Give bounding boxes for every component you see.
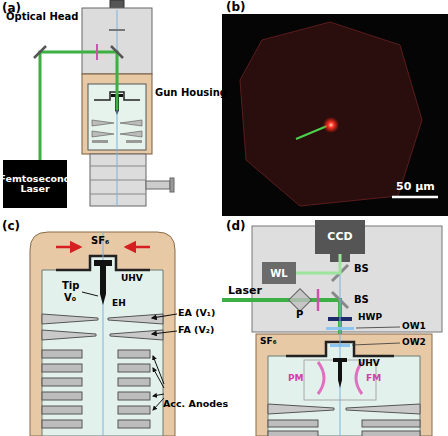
acc-anode: [42, 378, 82, 386]
tip: [94, 260, 112, 305]
part-label: (c): [2, 220, 20, 232]
mirror: [34, 46, 46, 58]
laser-beam: [40, 52, 117, 160]
acc-anode: [268, 431, 318, 436]
acc-anode: [118, 420, 150, 428]
anode-ring: [126, 140, 142, 143]
polarizer: [289, 289, 312, 312]
extraction-anode: [108, 314, 163, 324]
acc-anode: [118, 378, 150, 386]
part-label: Tip: [62, 281, 79, 291]
gun-cross-section: [30, 232, 177, 436]
side-port: [146, 181, 170, 189]
part-label: UHV: [121, 274, 143, 283]
acc-anode: [362, 420, 420, 427]
acc-anode: [118, 350, 150, 358]
tip: [333, 358, 347, 388]
acc-anode: [118, 392, 150, 400]
part-label: UHV: [358, 359, 380, 368]
leader-arrow: [153, 368, 164, 388]
part-label: Acc. Anodes: [163, 399, 228, 409]
part-label: EH: [112, 299, 126, 308]
part-label: SF₆: [260, 337, 277, 346]
waveplate: [96, 44, 98, 60]
part-label: FA (V₂): [178, 325, 214, 335]
part-label: Optical Head: [6, 12, 79, 22]
acc-anode: [42, 364, 82, 372]
camera-box: CCD: [315, 220, 365, 254]
leader-line: [356, 327, 400, 328]
optical-head-housing: [252, 226, 442, 332]
acc-anode: [42, 392, 82, 400]
acc-anode: [42, 406, 82, 414]
node-text: Femtosecond Laser: [0, 174, 71, 195]
waveplate: [317, 289, 320, 311]
anode-ring: [92, 140, 108, 143]
side-port-flange: [170, 178, 174, 192]
part-label: OW2: [402, 338, 426, 347]
leader-arrow: [153, 398, 164, 410]
tip-outline: [240, 22, 422, 206]
node-text: WL: [270, 268, 287, 279]
microscope-image: [222, 14, 448, 216]
acc-anode: [118, 406, 150, 414]
part-label: SF₆: [91, 236, 109, 246]
optical-head-detail: [222, 226, 442, 436]
mirror: [111, 46, 123, 58]
laser-box: Femtosecond Laser: [3, 160, 67, 208]
column-ring: [90, 194, 146, 195]
sf6-housing: [256, 334, 432, 436]
acc-anode: [42, 420, 82, 428]
beam-splitter: [109, 29, 125, 31]
part-label: (b): [226, 1, 246, 13]
emission-spot: [323, 117, 339, 133]
part-label: EA (V₁): [178, 308, 215, 318]
focus-anode: [42, 330, 96, 340]
extraction-anode: [42, 314, 98, 324]
focus-anode: [110, 330, 163, 340]
light-path: [296, 254, 340, 273]
parabolic-mirror: [318, 362, 324, 394]
part-label: PM: [288, 374, 304, 383]
node-text: CCD: [327, 231, 352, 243]
part-label: OW1: [402, 322, 426, 331]
image-background: [222, 14, 448, 216]
part-label: HWP: [358, 313, 382, 322]
acc-anode: [362, 431, 420, 436]
pressure-arrow: [126, 246, 150, 249]
beam-column: [90, 154, 146, 206]
pressure-arrow: [56, 246, 80, 249]
scale-bar: [392, 196, 438, 199]
leader-line: [352, 343, 400, 345]
part-label: BS: [354, 264, 369, 274]
extraction-anode: [346, 404, 420, 414]
leader-arrow: [152, 331, 177, 334]
leader-arrow: [152, 314, 177, 318]
part-label: (d): [226, 220, 246, 232]
part-label: V₀: [64, 293, 76, 303]
lamp-box: WL: [262, 262, 296, 284]
part-label: 50 μm: [396, 181, 435, 192]
leader-arrow: [153, 394, 164, 396]
optical-axis: [340, 226, 341, 436]
column-ring: [90, 166, 146, 167]
extraction-anode: [268, 404, 334, 414]
part-label: FM: [366, 374, 381, 383]
uhv-chamber: [268, 342, 420, 436]
part-label: Gun Housing: [155, 88, 227, 98]
acc-anode: [268, 420, 318, 427]
column-ring: [90, 180, 146, 181]
part-label: BS: [354, 295, 369, 305]
leader-line: [82, 292, 98, 296]
acc-anode: [118, 364, 150, 372]
acc-anode: [42, 350, 82, 358]
laser-streak: [296, 126, 327, 139]
part-label: Laser: [228, 285, 262, 296]
part-label: P: [296, 310, 303, 320]
